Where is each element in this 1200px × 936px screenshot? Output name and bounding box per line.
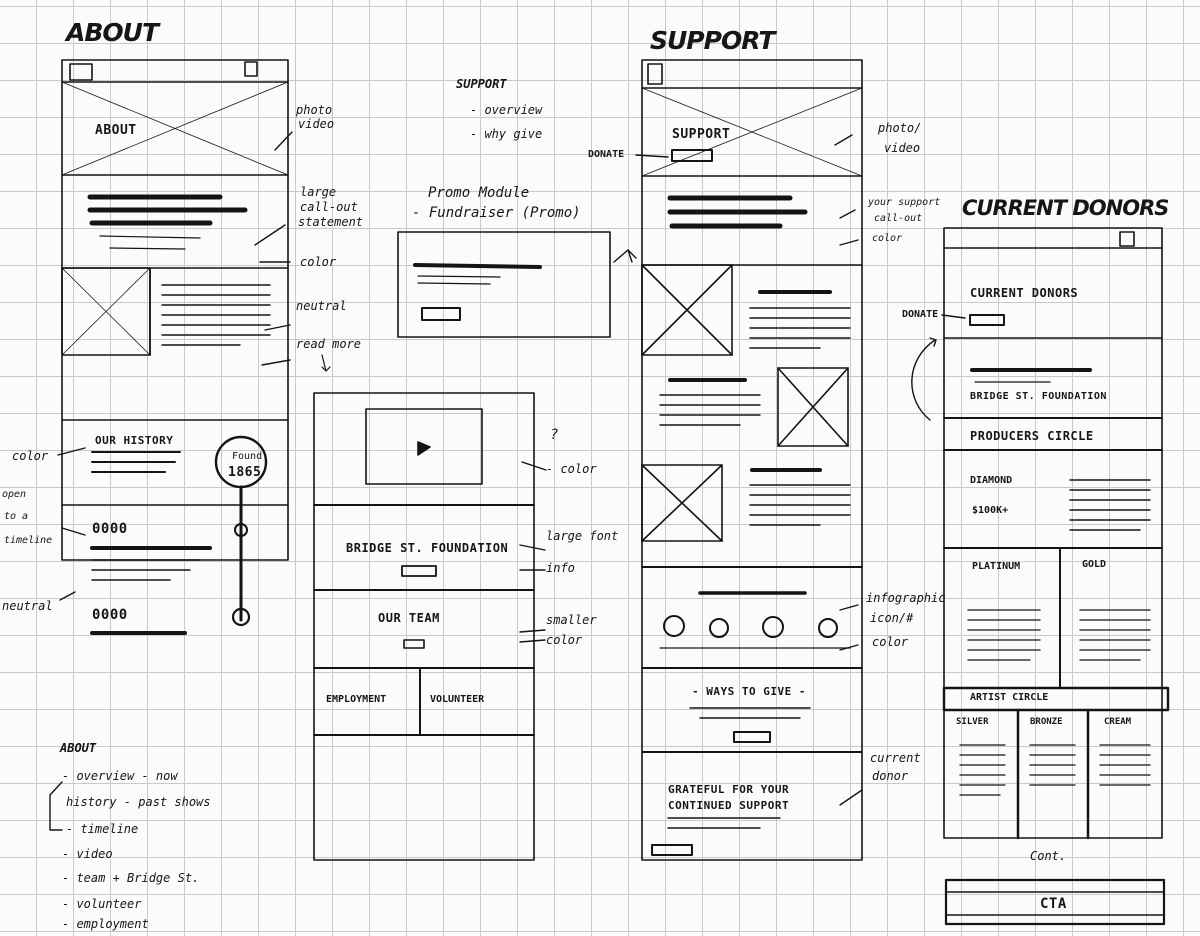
about-menu-title: ABOUT [60, 741, 97, 755]
support-page-frame [641, 59, 863, 861]
donors-bridge-label: BRIDGE ST. FOUNDATION [970, 391, 1107, 402]
annotation-smaller: smaller [546, 613, 597, 627]
donors-heading: CURRENT DONORS [962, 196, 1169, 220]
annotation-neutral: neutral [296, 299, 347, 313]
about-menu-timeline: - timeline [66, 822, 139, 836]
diamond-label: DIAMOND [970, 475, 1013, 486]
annotation-color-left: color [12, 449, 49, 463]
team-page-frame [313, 392, 535, 861]
annotation-large-font: large font [546, 529, 619, 543]
annotation-color-mid: - color [546, 462, 597, 476]
annotation-photo: photo [296, 103, 333, 117]
about-menu-employment: - employment [62, 917, 149, 931]
support-hero-label: SUPPORT [672, 127, 731, 142]
team-wireframe [313, 231, 611, 861]
timeline-entry-2: 0000 [92, 607, 128, 623]
support-wireframe [641, 59, 863, 861]
annotation-read-more: read more [296, 337, 362, 351]
donors-wireframe [942, 227, 1170, 926]
history-label: OUR HISTORY [95, 434, 174, 447]
donors-donate-label: DONATE [902, 309, 939, 320]
donors-hero-label: CURRENT DONORS [970, 286, 1079, 300]
our-team-label: OUR TEAM [378, 611, 440, 625]
platinum-label: PLATINUM [972, 561, 1021, 572]
annotation-photo-2: photo/ [878, 121, 922, 135]
bridge-foundation-label: BRIDGE ST. FOUNDATION [346, 541, 509, 555]
promo-subtitle: - Fundraiser (Promo) [412, 205, 581, 221]
volunteer-label: VOLUNTEER [430, 694, 485, 705]
support-heading: SUPPORT [650, 26, 775, 55]
about-menu-volunteer: - volunteer [62, 897, 142, 911]
employment-label: EMPLOYMENT [326, 694, 387, 705]
annotation-icon-number: icon/# [870, 611, 914, 625]
timeline-entry-1: 0000 [92, 521, 128, 537]
promo-title: Promo Module [428, 185, 530, 201]
annotation-open: open [2, 489, 27, 500]
annotation-callout: call-out [300, 200, 358, 214]
bronze-label: BRONZE [1030, 717, 1063, 727]
annotation-to-a: to a [4, 511, 29, 522]
cream-label: CREAM [1104, 717, 1132, 727]
diamond-amount: $100K+ [972, 505, 1009, 516]
support-menu-overview: - overview [470, 103, 543, 117]
annotation-donor: donor [872, 769, 909, 783]
founded-label: Found. [232, 451, 269, 462]
annotation-timeline: timeline [4, 535, 53, 546]
about-menu-history: history - past shows [66, 795, 211, 809]
founded-year: 1865 [228, 465, 262, 480]
annotation-color-right: color [872, 635, 909, 649]
annotation-statement: statement [298, 215, 364, 229]
annotation-infographic: infographic [866, 591, 946, 605]
annotation-your-support: your support [868, 197, 941, 208]
producers-circle-label: PRODUCERS CIRCLE [970, 429, 1094, 443]
donors-page-frame [943, 227, 1163, 839]
artist-circle-label: ARTIST CIRCLE [970, 692, 1049, 703]
support-menu-title: SUPPORT [456, 77, 507, 91]
about-hero-label: ABOUT [95, 123, 137, 138]
annotation-info: info [546, 561, 575, 575]
annotation-color: color [300, 255, 337, 269]
annotation-video-2: video [884, 141, 921, 155]
about-menu-team: - team + Bridge St. [62, 871, 200, 885]
support-donate-label: DONATE [588, 149, 625, 160]
annotation-large: large [300, 185, 337, 199]
annotation-support-callout: call-out [874, 213, 923, 224]
annotation-current: current [870, 751, 921, 765]
silver-label: SILVER [956, 717, 989, 727]
thanks-line-2: CONTINUED SUPPORT [668, 799, 790, 812]
annotation-support-color: color [872, 233, 903, 244]
annotation-color-mid-2: color [546, 633, 583, 647]
annotation-neutral-left: neutral [2, 599, 53, 613]
annotation-question: ? [550, 427, 559, 443]
about-wireframe [61, 59, 289, 635]
ways-to-give-label: - WAYS TO GIVE - [692, 685, 806, 698]
promo-module-box [397, 231, 611, 338]
cont-label: Cont. [1030, 849, 1067, 863]
about-menu-video: - video [62, 847, 113, 861]
about-heading: ABOUT [66, 18, 159, 47]
annotation-arrows [49, 131, 966, 831]
about-menu-overview: - overview - now [62, 769, 178, 783]
gold-label: GOLD [1082, 559, 1107, 570]
thanks-line-1: GRATEFUL FOR YOUR [668, 783, 790, 796]
cta-label: CTA [1040, 896, 1067, 912]
support-menu-why-give: - why give [470, 127, 543, 141]
annotation-video: video [298, 117, 335, 131]
